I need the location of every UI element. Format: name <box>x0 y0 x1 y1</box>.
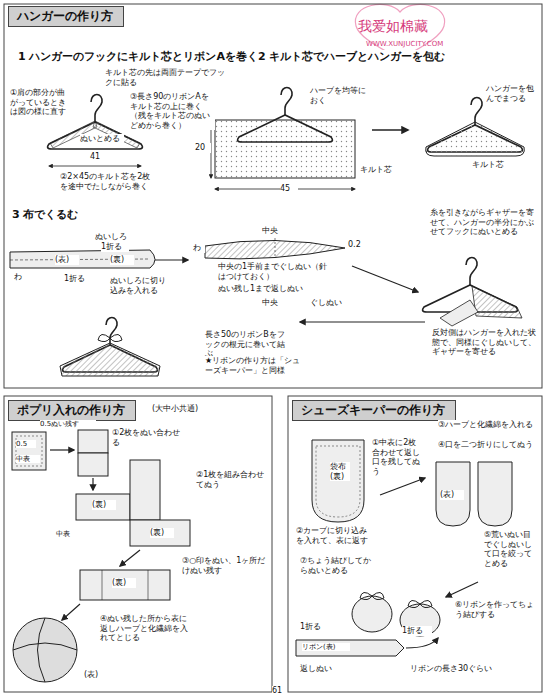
annotation-label: (表) <box>55 255 79 265</box>
annotation-label: ①2枚をぬい合わせる <box>112 428 186 447</box>
annotation-label: 0.5ぬい残す <box>40 420 96 428</box>
watermark: 我爱如棉藏 <box>358 18 478 35</box>
annotation-label: リボンの長さ30ぐらい <box>410 664 500 674</box>
step-title: 2 キルト芯でハーブとハンガーを包む <box>258 50 468 63</box>
fabric-strip <box>10 250 155 268</box>
section-header: シューズキーパーの作り方 <box>292 400 456 421</box>
section-header: ポプリ入れの作り方 <box>8 400 136 421</box>
annotation-label: ⑥リボンを作ってちょう結びする <box>455 600 535 619</box>
annotation-label: ハーブを均等におく <box>310 86 370 105</box>
annotation-label: (裏) <box>112 578 136 588</box>
step-title: 1 ハンガーのフックにキルト芯とリボンAを巻く <box>18 50 258 63</box>
quilt-batting <box>215 120 355 178</box>
annotation-label: ②カーブに切り込みを入れて、表に返す <box>296 526 374 545</box>
annotation-label: ぬいしろ <box>95 232 135 242</box>
annotation-label: 1折る <box>101 242 129 252</box>
section-header: ハンガーの作り方 <box>8 6 124 27</box>
annotation-label: 中表 <box>16 455 40 463</box>
potpourri-ball <box>13 618 77 682</box>
annotation-label: 61 <box>272 686 286 696</box>
annotation-label: ⑦ちょう結びしてからぬいとめる <box>300 556 372 575</box>
annotation-label: 1折る <box>402 626 432 636</box>
annotation-label: ①中表に2枚合わせて返し口を残してぬう <box>372 438 424 476</box>
annotation-label: 中央 <box>262 226 286 236</box>
annotation-label: ③長さ90のリボンAをキルト芯の上に巻く（残をキルト芯のぬいどめから巻く） <box>130 92 215 130</box>
header-text: ポプリ入れの作り方 <box>17 403 125 417</box>
annotation-label: ハンガーを包んでまつる <box>486 84 540 103</box>
bag-pattern <box>312 440 364 522</box>
annotation-label: (裏) <box>92 500 116 510</box>
section-frame <box>4 396 272 692</box>
annotation-label: 41 <box>90 152 106 162</box>
annotation-label: 0.2 <box>348 240 368 250</box>
annotation-label: ③ハーブと化繊綿を入れる <box>438 420 538 430</box>
annotation-label: ④口を二つ折りにしてぬう <box>438 440 538 450</box>
annotation-label: (大中小共通) <box>152 404 222 414</box>
annotation-label: 45 <box>280 184 298 194</box>
annotation-label: 中表 <box>56 530 80 538</box>
annotation-label: 中央の1手前までぐしぬい（針はつけておく） <box>218 262 328 281</box>
annotation-label: ぬい残し1まで返しぬい <box>218 284 328 294</box>
annotation-label: 0.5 <box>16 440 36 448</box>
annotation-label: ぐしぬい <box>310 298 350 308</box>
annotation-label: 1折る <box>64 274 94 284</box>
annotation-label: ①肩の部分が曲がっているときは図の様に直す <box>10 88 66 117</box>
annotation-label: ④ぬい残した所から表に返しハーブと化繊綿を入れてとじる <box>100 614 195 643</box>
header-text: シューズキーパーの作り方 <box>301 403 445 417</box>
annotation-label: ②1枚を組み合わせてぬう <box>196 470 266 489</box>
annotation-label: ②2×45のキルト芯を2枚を途中でたしながら巻く <box>60 172 155 191</box>
annotation-label: わ <box>193 243 205 253</box>
annotation-label: ③○印をぬい、1ヶ所だけぬい残す <box>182 556 266 575</box>
annotation-label: 1折る <box>300 622 330 632</box>
header-text: ハンガーの作り方 <box>17 9 113 23</box>
annotation-label: キルト芯 <box>360 165 400 175</box>
section-frame <box>288 396 542 692</box>
annotation-label: 返しぬい <box>300 664 340 674</box>
annotation-label: (表) <box>84 670 108 680</box>
annotation-label: 袋布(裏) <box>330 462 350 481</box>
annotation-label: わ <box>14 272 26 282</box>
annotation-label: (裏) <box>150 528 174 538</box>
step-title: 3 布でくるむ <box>12 208 112 221</box>
annotation-label: 中央 <box>262 298 286 308</box>
annotation-label: ぬいしろに切り込みを入れる <box>110 276 166 295</box>
annotation-label: 糸を引きながらギャザーを寄せて、ハンガーの半分にかぶせてフックにぬいとめる <box>430 208 540 237</box>
annotation-label: (表) <box>440 490 464 500</box>
watermark: WWW.XUNJUCITY.COM <box>366 40 516 48</box>
section-frame <box>4 4 542 388</box>
annotation-label: ★リボンの作り方は「シューズキーパー」と同様 <box>205 356 305 375</box>
annotation-label: 反対側はハンガーを入れた状態で、同様にぐしぬいして、ギャザーを寄せる <box>432 328 536 357</box>
annotation-label: キルト芯 <box>472 160 512 170</box>
annotation-label: ぬいとめる <box>80 134 124 144</box>
annotation-label: キルト芯の先は両面テープでフックに貼る <box>105 68 225 87</box>
annotation-label: リボン(表) <box>302 643 350 651</box>
annotation-label: 20 <box>195 143 211 153</box>
annotation-label: 長さ50のリボンBをフックの根元に巻いて結ぶ <box>205 330 285 359</box>
ribbon-strip <box>296 640 404 656</box>
annotation-label: ⑤荒いぬい目でぐしぬいして口を絞ってとめる <box>484 530 538 568</box>
annotation-label: (裏) <box>110 255 134 265</box>
